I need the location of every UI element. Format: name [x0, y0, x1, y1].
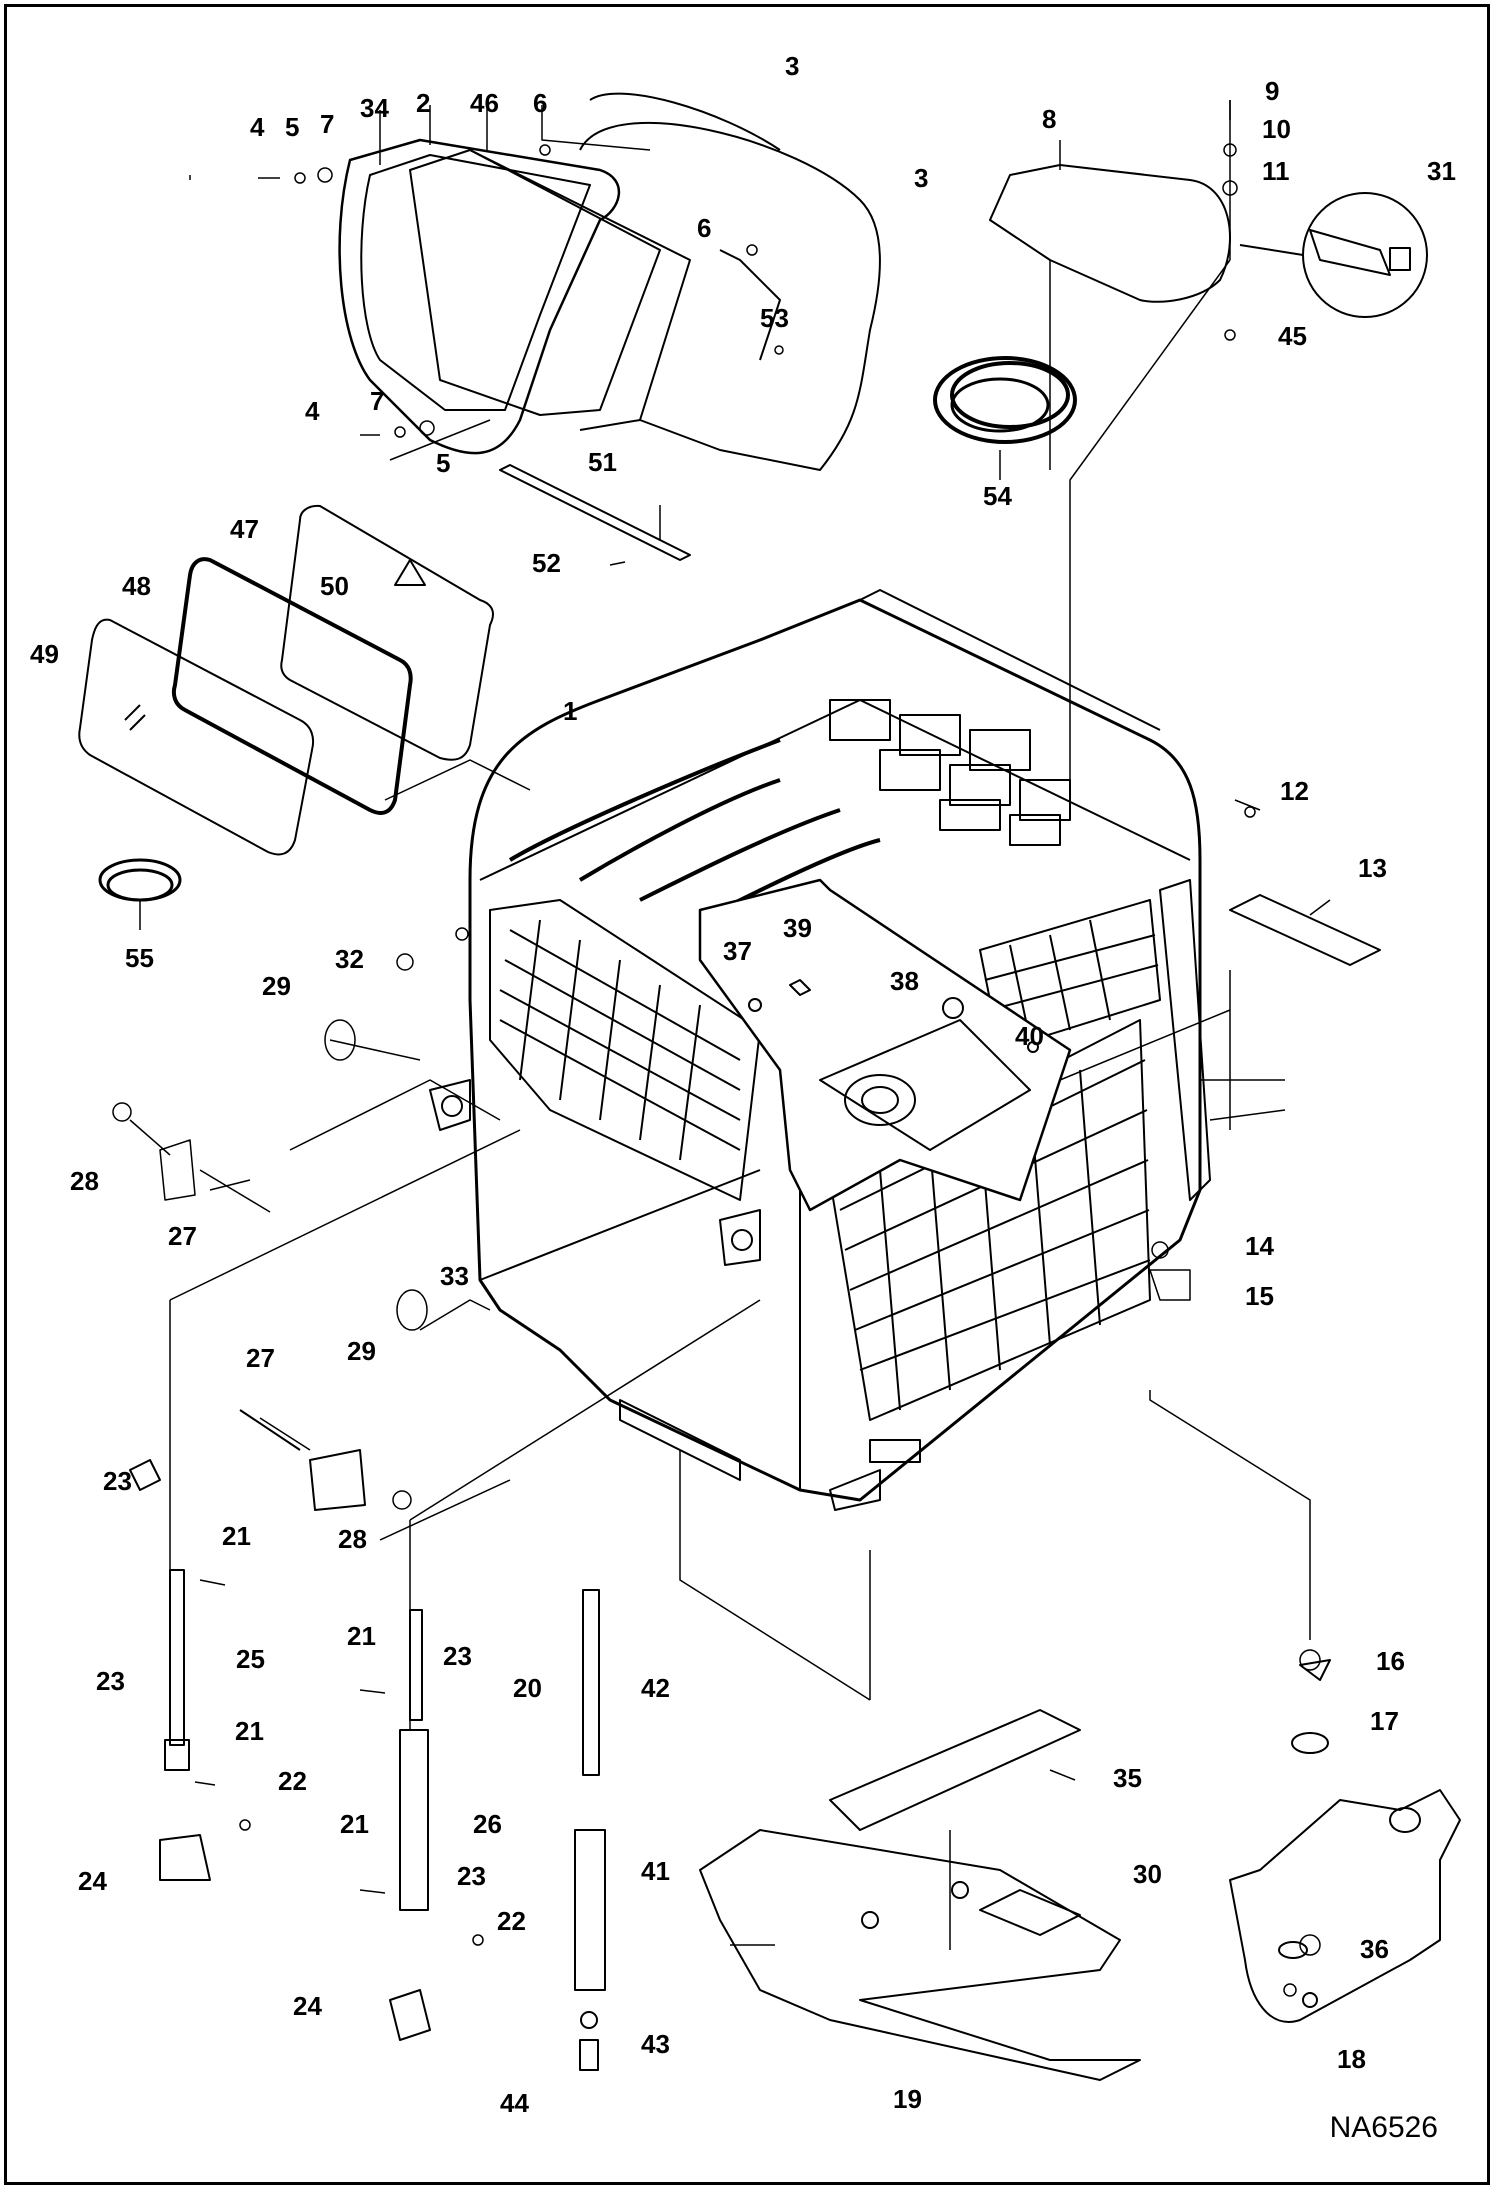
panel-8	[989, 164, 1231, 303]
callout-54: 54	[983, 481, 1012, 511]
callout-24a: 24	[78, 1866, 107, 1896]
callout-31: 31	[1427, 156, 1456, 186]
callout-2: 2	[416, 88, 430, 118]
callout-4a: 4	[250, 112, 265, 142]
callout-37: 37	[723, 936, 752, 966]
callout-51: 51	[588, 447, 617, 477]
window-latch-panel	[698, 878, 1072, 1212]
callout-6b: 6	[697, 213, 711, 243]
callout-10: 10	[1262, 114, 1291, 144]
callout-20: 20	[513, 1673, 542, 1703]
gas-struts	[129, 1409, 606, 2071]
callout-30: 30	[1133, 1859, 1162, 1889]
drawing-code: NA6526	[1329, 2111, 1438, 2144]
tube-detail	[1239, 192, 1428, 318]
strip-13	[1229, 894, 1381, 966]
callout-18: 18	[1337, 2044, 1366, 2074]
seal-coil	[933, 356, 1077, 444]
callout-5a: 5	[285, 112, 299, 142]
callout-23c: 23	[443, 1641, 472, 1671]
callout-36: 36	[1360, 1934, 1389, 1964]
callout-44: 44	[500, 2088, 529, 2118]
callout-32: 32	[335, 944, 364, 974]
callout-23a: 23	[103, 1466, 132, 1496]
callout-55: 55	[125, 943, 154, 973]
callout-42: 42	[641, 1673, 670, 1703]
side-window-assembly	[78, 504, 494, 856]
callout-33: 33	[440, 1261, 469, 1291]
callout-7b: 7	[370, 386, 384, 416]
callout-46: 46	[470, 88, 499, 118]
callout-21c: 21	[347, 1621, 376, 1651]
callout-7a: 7	[320, 109, 334, 139]
callout-28a: 28	[70, 1166, 99, 1196]
callout-14: 14	[1245, 1231, 1274, 1261]
callout-3b: 3	[914, 163, 928, 193]
callout-49: 49	[30, 639, 59, 669]
callout-22a: 22	[278, 1766, 307, 1796]
callout-48: 48	[122, 571, 151, 601]
callout-21a: 21	[222, 1521, 251, 1551]
callout-29b: 29	[347, 1336, 376, 1366]
callout-9: 9	[1265, 76, 1279, 106]
callout-23d: 23	[457, 1861, 486, 1891]
callout-17: 17	[1370, 1706, 1399, 1736]
floor-plate	[699, 1709, 1141, 2081]
callout-4b: 4	[305, 396, 320, 426]
callout-22b: 22	[497, 1906, 526, 1936]
strip-51	[499, 464, 691, 561]
top-window-assembly	[338, 92, 881, 471]
callout-6a: 6	[533, 88, 547, 118]
callout-28b: 28	[338, 1524, 367, 1554]
callout-3a: 3	[785, 51, 799, 81]
callout-27b: 27	[246, 1343, 275, 1373]
callout-23b: 23	[96, 1666, 125, 1696]
callout-27a: 27	[168, 1221, 197, 1251]
callout-16: 16	[1376, 1646, 1405, 1676]
callout-53: 53	[760, 303, 789, 333]
callout-1: 1	[563, 696, 577, 726]
callout-38: 38	[890, 966, 919, 996]
callout-26: 26	[473, 1809, 502, 1839]
callout-29a: 29	[262, 971, 291, 1001]
callout-21d: 21	[340, 1809, 369, 1839]
callout-15: 15	[1245, 1281, 1274, 1311]
callout-24b: 24	[293, 1991, 322, 2021]
callout-43: 43	[641, 2029, 670, 2059]
callout-13: 13	[1358, 853, 1387, 883]
callout-45: 45	[1278, 321, 1307, 351]
callout-47: 47	[230, 514, 259, 544]
callout-8: 8	[1042, 104, 1056, 134]
callout-35: 35	[1113, 1763, 1142, 1793]
callout-12: 12	[1280, 776, 1309, 806]
callout-40: 40	[1015, 1021, 1044, 1051]
callout-25: 25	[236, 1644, 265, 1674]
callout-34: 34	[360, 93, 389, 123]
callout-19: 19	[893, 2084, 922, 2114]
rear-support	[1229, 1659, 1461, 2023]
callout-5b: 5	[436, 448, 450, 478]
drawing-border	[4, 4, 1490, 2185]
callout-39: 39	[783, 913, 812, 943]
callout-52: 52	[532, 548, 561, 578]
callout-41: 41	[641, 1856, 670, 1886]
callout-50: 50	[320, 571, 349, 601]
small-coil	[98, 858, 182, 902]
callout-21b: 21	[235, 1716, 264, 1746]
callout-11: 11	[1262, 156, 1290, 186]
